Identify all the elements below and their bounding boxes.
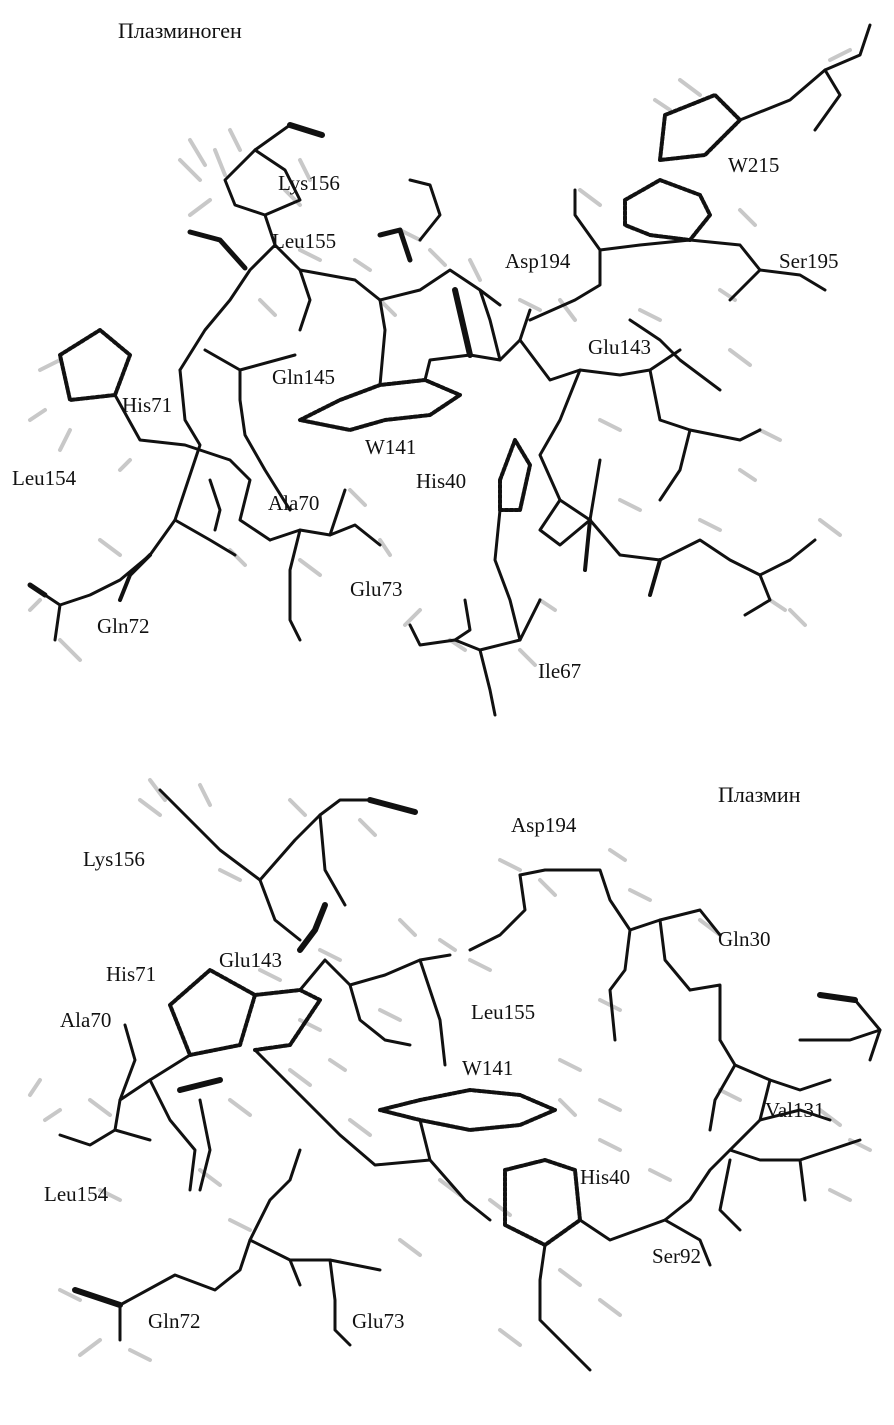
- residue-label: Asp194: [505, 249, 571, 273]
- residue-label: Gln30: [718, 927, 771, 951]
- bonds-top: [27, 23, 872, 717]
- residue-label: W141: [365, 435, 416, 459]
- residue-label: His40: [580, 1165, 630, 1189]
- residue-label: Glu143: [588, 335, 651, 359]
- residue-label: Gln145: [272, 365, 335, 389]
- hydrogen-bonds-top: [28, 48, 852, 667]
- hydrogen-bonds-bottom: [28, 778, 872, 1362]
- residue-label: Ala70: [268, 491, 319, 515]
- bonds-bottom: [58, 788, 882, 1372]
- residue-label: W215: [728, 153, 779, 177]
- residue-label: Gln72: [148, 1309, 201, 1333]
- residue-label: His40: [416, 469, 466, 493]
- panel-top: Плазминоген Lys156 Leu155 Gln145 His71 L…: [12, 18, 872, 717]
- residue-label: Leu154: [12, 466, 77, 490]
- residue-label: Leu155: [471, 1000, 535, 1024]
- residue-label: Asp194: [511, 813, 577, 837]
- residue-label: Ser195: [779, 249, 839, 273]
- residue-label: Glu73: [352, 1309, 405, 1333]
- residue-label: Ala70: [60, 1008, 111, 1032]
- residue-label: His71: [122, 393, 172, 417]
- residue-label: Gln72: [97, 614, 150, 638]
- residue-label: Glu143: [219, 948, 282, 972]
- panel-title-top: Плазминоген: [118, 18, 242, 43]
- residue-label: Glu73: [350, 577, 403, 601]
- residue-label: W141: [462, 1056, 513, 1080]
- residue-label: Val131: [765, 1098, 825, 1122]
- panel-title-bottom: Плазмин: [718, 782, 801, 807]
- residue-label: Lys156: [83, 847, 145, 871]
- residue-label: Lys156: [278, 171, 340, 195]
- residue-labels-bottom: Lys156 Asp194 His71 Glu143 Ala70 Gln30 L…: [44, 813, 825, 1333]
- residue-labels-top: Lys156 Leu155 Gln145 His71 Leu154 W141 A…: [12, 153, 839, 683]
- residue-label: Ser92: [652, 1244, 701, 1268]
- residue-label: Leu154: [44, 1182, 109, 1206]
- residue-label: Ile67: [538, 659, 581, 683]
- residue-label: His71: [106, 962, 156, 986]
- residue-label: Leu155: [272, 229, 336, 253]
- panel-bottom: Плазмин Lys156 Asp194 His71 Glu143 Ala70…: [28, 778, 882, 1372]
